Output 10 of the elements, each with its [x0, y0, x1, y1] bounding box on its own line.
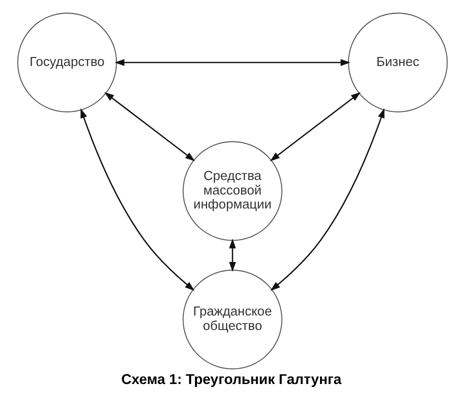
arrow — [270, 108, 384, 291]
arrow — [270, 92, 360, 162]
node-circle: Средства массовой информации — [182, 141, 282, 241]
arrow — [80, 108, 194, 291]
node-circle: Государство — [16, 12, 116, 112]
arrow — [104, 92, 194, 162]
arrow — [228, 238, 236, 272]
caption: Схема 1: Треугольник Галтунга — [120, 372, 341, 388]
node-circle: Бизнес — [348, 12, 448, 112]
arrow — [114, 59, 350, 66]
